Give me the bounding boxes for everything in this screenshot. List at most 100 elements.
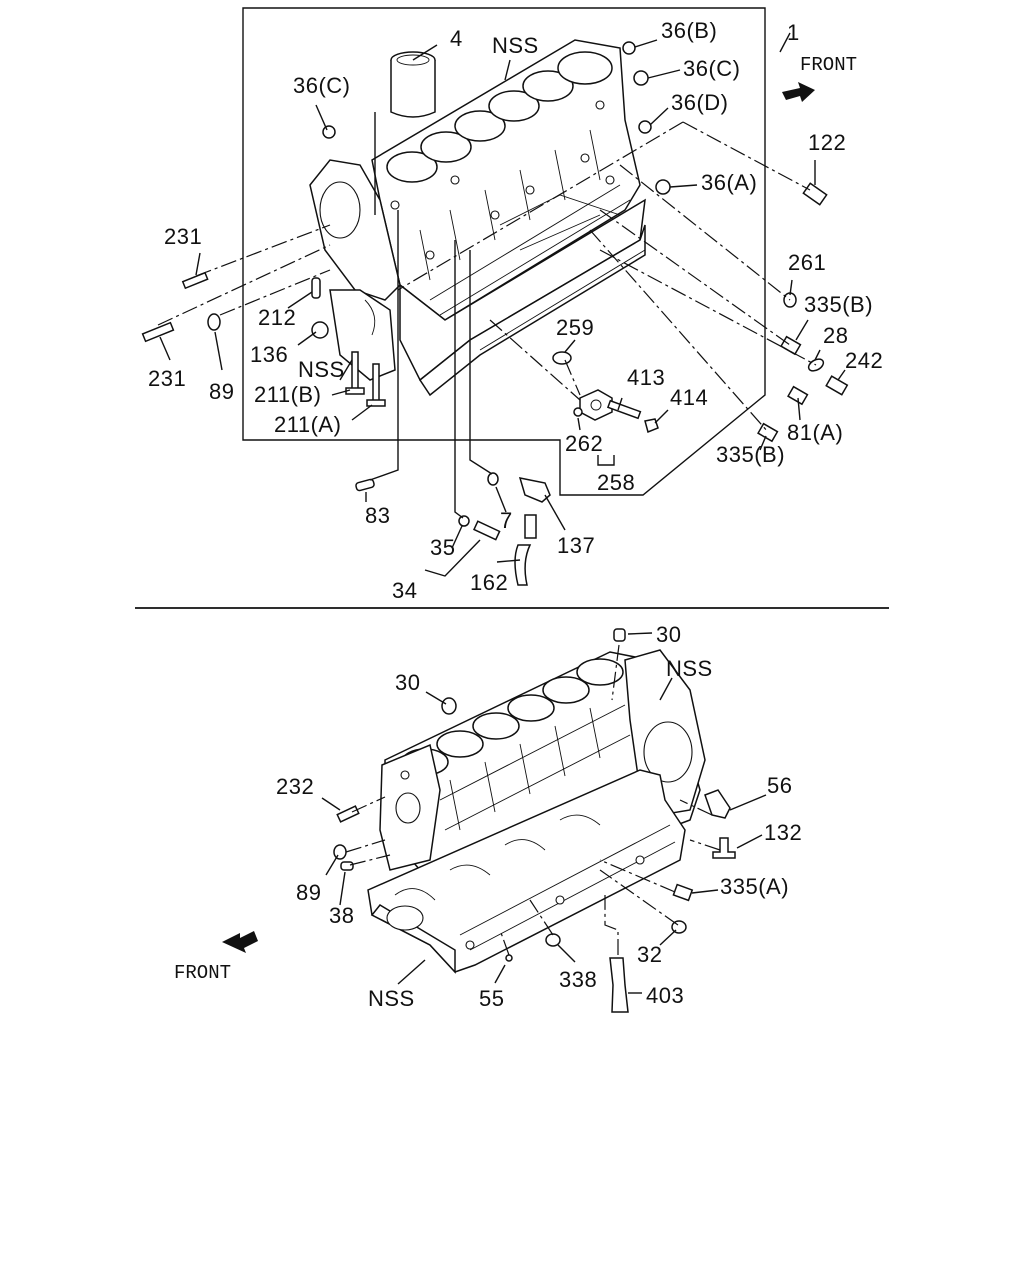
top-assembly bbox=[141, 7, 849, 586]
assembly-frame bbox=[242, 7, 766, 496]
label-7: 7 bbox=[500, 508, 513, 533]
label-34: 34 bbox=[392, 578, 417, 603]
label-89-top: 89 bbox=[209, 379, 234, 404]
bolt-242 bbox=[825, 375, 849, 396]
elbow-137 bbox=[518, 477, 551, 503]
label-55: 55 bbox=[479, 986, 504, 1011]
bolt-81a bbox=[787, 385, 809, 406]
plug-89-bottom bbox=[333, 844, 347, 860]
label-414: 414 bbox=[670, 385, 708, 410]
plug-338 bbox=[545, 933, 561, 947]
washer-262 bbox=[573, 407, 583, 417]
label-132: 132 bbox=[764, 820, 802, 845]
bolt-335b-1 bbox=[780, 335, 802, 356]
bolt-122 bbox=[802, 182, 828, 206]
label-335b-1: 335(B) bbox=[804, 292, 873, 317]
plug-36b bbox=[622, 41, 636, 55]
label-162: 162 bbox=[470, 570, 508, 595]
front-label-bottom: FRONT bbox=[174, 962, 231, 984]
pin-212 bbox=[311, 277, 321, 299]
hose-137-stub bbox=[524, 514, 537, 539]
plug-7 bbox=[487, 472, 499, 486]
pipe-56 bbox=[704, 789, 731, 819]
cylinder-block-top bbox=[309, 39, 646, 397]
label-403: 403 bbox=[646, 983, 684, 1008]
label-258: 258 bbox=[597, 470, 635, 495]
label-261: 261 bbox=[788, 250, 826, 275]
label-242: 242 bbox=[845, 348, 883, 373]
bolt-413 bbox=[606, 399, 642, 420]
label-36c-right: 36(C) bbox=[683, 56, 741, 81]
bottom-labels: 30 30 NSS 232 56 132 89 38 335(A) 32 338… bbox=[174, 622, 802, 1011]
label-38: 38 bbox=[329, 903, 354, 928]
label-36b: 36(B) bbox=[661, 18, 717, 43]
label-335b-2: 335(B) bbox=[716, 442, 785, 467]
pin-55 bbox=[505, 954, 513, 962]
label-30-top: 30 bbox=[656, 622, 681, 647]
label-30-left: 30 bbox=[395, 670, 420, 695]
label-nss-top: NSS bbox=[492, 33, 539, 58]
plug-30-left bbox=[441, 697, 457, 715]
plug-30-top bbox=[613, 628, 626, 642]
label-137: 137 bbox=[557, 533, 595, 558]
arrow-left-icon bbox=[222, 931, 258, 953]
pin-83 bbox=[355, 478, 375, 492]
gasket-259 bbox=[552, 351, 572, 365]
stud-231 bbox=[141, 271, 209, 343]
label-335a: 335(A) bbox=[720, 874, 789, 899]
label-212: 212 bbox=[258, 305, 296, 330]
label-262: 262 bbox=[565, 431, 603, 456]
label-32: 32 bbox=[637, 942, 662, 967]
label-35: 35 bbox=[430, 535, 455, 560]
label-56: 56 bbox=[767, 773, 792, 798]
label-28: 28 bbox=[823, 323, 848, 348]
bolt-335b-2 bbox=[757, 422, 779, 443]
oil-jet-403 bbox=[609, 957, 629, 1013]
bolt-34 bbox=[473, 520, 501, 541]
plug-36a bbox=[655, 179, 671, 195]
label-211b: 211(B) bbox=[254, 382, 321, 407]
front-label-top: FRONT bbox=[800, 54, 857, 76]
plug-136 bbox=[311, 321, 329, 339]
top-labels: FRONT 1 4 NSS 36(B) 36(C) 36(D) 36(A) 36… bbox=[148, 18, 883, 603]
label-211a: 211(A) bbox=[274, 412, 341, 437]
cylinder-block-bottom bbox=[379, 649, 706, 901]
relief-valve-258 bbox=[579, 389, 613, 421]
bolt-211a bbox=[366, 363, 386, 407]
bolt-211b bbox=[345, 351, 365, 395]
hose-162 bbox=[514, 544, 532, 586]
label-89-bottom: 89 bbox=[296, 880, 321, 905]
label-338: 338 bbox=[559, 967, 597, 992]
pin-38 bbox=[340, 861, 354, 871]
label-nss-bottom: NSS bbox=[368, 986, 415, 1011]
plug-36c-left bbox=[322, 125, 336, 139]
bolt-335a bbox=[672, 883, 694, 902]
label-83: 83 bbox=[365, 503, 390, 528]
label-36d: 36(D) bbox=[671, 90, 729, 115]
stud-232 bbox=[336, 805, 360, 823]
plug-36d bbox=[638, 120, 652, 134]
label-259: 259 bbox=[556, 315, 594, 340]
label-1: 1 bbox=[787, 20, 800, 45]
plug-89 bbox=[207, 313, 221, 331]
label-36c-left: 36(C) bbox=[293, 73, 351, 98]
arrow-right-icon bbox=[782, 82, 815, 102]
label-413: 413 bbox=[627, 365, 665, 390]
ladder-frame bbox=[367, 769, 686, 974]
label-nss-right: NSS bbox=[666, 656, 713, 681]
bottom-assembly bbox=[222, 628, 767, 1013]
label-232: 232 bbox=[276, 774, 314, 799]
washer-35 bbox=[458, 515, 470, 527]
label-231-top: 231 bbox=[164, 224, 202, 249]
label-4: 4 bbox=[450, 26, 463, 51]
nut-414 bbox=[644, 418, 659, 434]
cylinder-liner bbox=[390, 51, 436, 118]
label-231-bottom: 231 bbox=[148, 366, 186, 391]
label-81a: 81(A) bbox=[787, 420, 843, 445]
label-36a: 36(A) bbox=[701, 170, 757, 195]
bolt-132 bbox=[712, 837, 736, 859]
label-122: 122 bbox=[808, 130, 846, 155]
label-nss-mid: NSS bbox=[298, 357, 345, 382]
label-136: 136 bbox=[250, 342, 288, 367]
plug-36c-right bbox=[633, 70, 649, 86]
